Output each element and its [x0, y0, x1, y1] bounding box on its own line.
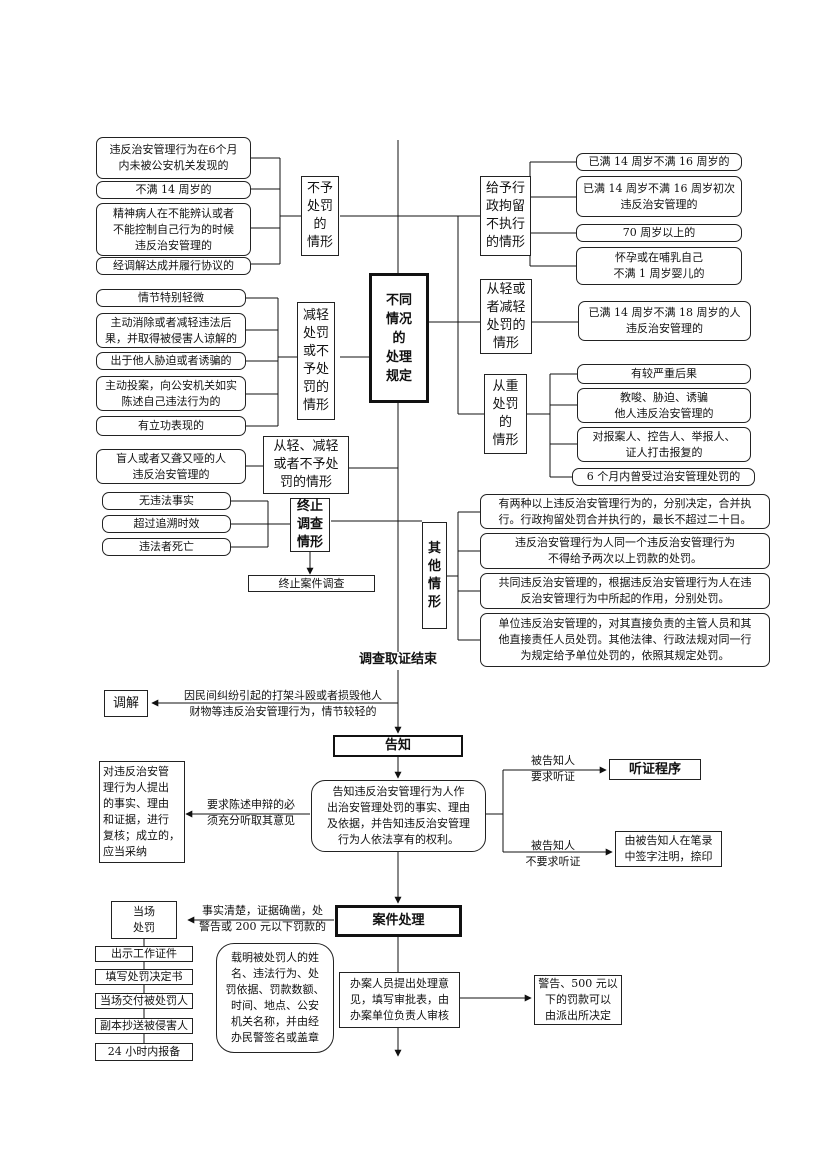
- terminate-item: 违法者死亡: [102, 538, 231, 556]
- request-hearing-label: 被告知人 要求听证: [531, 754, 575, 783]
- decision-content: 载明被处罚人的姓 名、违法行为、处 罚依据、罚款数额、 时间、地点、公安 机关名…: [216, 943, 334, 1053]
- detention-item: 70 周岁以上的: [576, 224, 742, 242]
- terminate-item: 超过追溯时效: [102, 515, 231, 533]
- other-item: 单位违反治安管理的，对其直接负责的主管人员和其 他直接责任人员处罚。其他法律、行…: [480, 613, 770, 667]
- lighter-title: 从轻、减轻 或者不予处 罚的情形: [263, 436, 349, 494]
- detention-item: 已满 14 周岁不满 16 周岁初次 违反治安管理的: [576, 176, 742, 217]
- spot-step: 副本抄送被侵害人: [95, 1018, 193, 1034]
- heavy-item: 教唆、胁迫、诱骗 他人违反治安管理的: [577, 388, 751, 423]
- heavy-item: 有较严重后果: [577, 364, 751, 384]
- heavy-title: 从重 处罚 的 情形: [484, 374, 527, 454]
- police-station-box: 警告、500 元以 下的罚款可以 由派出所决定: [534, 975, 622, 1025]
- no-penalty-title: 不予 处罚 的 情形: [301, 176, 339, 256]
- heavy-item: 6 个月内曾受过治安管理处罚的: [572, 468, 755, 486]
- on-spot-box: 当场 处罚: [111, 901, 177, 939]
- detention-title: 给予行 政拘留 不执行 的情形: [480, 176, 531, 256]
- review-box: 对违反治安管 理行为人提出 的事实、理由 和证据，进行 复核；成立的， 应当采纳: [99, 761, 185, 863]
- heavy-item: 对报案人、控告人、举报人、 证人打击报复的: [577, 427, 751, 462]
- terminate-result: 终止案件调查: [248, 575, 375, 592]
- statement-note: 要求陈述申辩的必 须充分听取其意见: [207, 798, 295, 827]
- end-investigation-label: 调查取证结束: [358, 652, 437, 667]
- mediation-note: 因民间纠纷引起的打架斗殴或者损毁他人 财物等违反治安管理行为，情节较轻的: [184, 689, 382, 718]
- no-penalty-item: 不满 14 周岁的: [96, 181, 251, 199]
- spot-step: 当场交付被处罚人: [95, 993, 193, 1009]
- other-item: 违反治安管理行为人同一个违反治安管理行为 不得给予两次以上罚款的处罚。: [480, 533, 770, 569]
- reduce-item: 有立功表现的: [96, 416, 246, 436]
- no-penalty-item: 精神病人在不能辨认或者 不能控制自己行为的时候 违反治安管理的: [96, 203, 251, 256]
- spot-step: 填写处罚决定书: [95, 969, 193, 985]
- other-item: 共同违反治安管理的，根据违反治安管理行为人在违 反治安管理行为中所起的作用，分别…: [480, 573, 770, 609]
- other-title: 其 他 情 形: [422, 522, 447, 629]
- no-penalty-item: 经调解达成并履行协议的: [96, 257, 251, 275]
- notify-box: 告知: [333, 735, 463, 757]
- other-item: 有两种以上违反治安管理行为的，分别决定，合并执 行。行政拘留处罚合并执行的，最长…: [480, 494, 770, 529]
- light-reduce-item: 已满 14 周岁不满 18 周岁的人 违反治安管理的: [578, 301, 751, 341]
- reduce-item: 主动投案，向公安机关如实 陈述自己违法行为的: [96, 376, 246, 411]
- terminate-item: 无违法事实: [102, 492, 231, 510]
- lighter-item: 盲人或者又聋又哑的人 违反治安管理的: [96, 449, 246, 484]
- handling-content: 办案人员提出处理意 见，填写审批表，由 办案单位负责人审核: [339, 972, 460, 1028]
- case-handling-box: 案件处理: [335, 905, 462, 937]
- center-box: 不同 情况 的 处理 规定: [369, 273, 429, 403]
- detention-item: 怀孕或在哺乳自己 不满 1 周岁婴儿的: [576, 247, 742, 285]
- spot-step: 出示工作证件: [95, 946, 193, 962]
- reduce-item: 主动消除或者减轻违法后 果，并取得被侵害人谅解的: [96, 313, 246, 348]
- notify-content: 告知违反治安管理行为人作 出治安管理处罚的事实、理由 及依据，并告知违反治安管理…: [311, 780, 486, 852]
- on-spot-note: 事实清楚，证据确凿，处 警告或 200 元以下罚款的: [199, 904, 326, 933]
- sign-box: 由被告知人在笔录 中签字注明，捺印: [615, 831, 722, 867]
- hearing-box: 听证程序: [609, 759, 701, 780]
- reduce-item: 情节特别轻微: [96, 289, 246, 307]
- no-hearing-label: 被告知人 不要求听证: [525, 839, 581, 868]
- light-reduce-title: 从轻或 者减轻 处罚的 情形: [480, 279, 532, 354]
- no-penalty-item: 违反治安管理行为在6个月 内未被公安机关发现的: [96, 137, 251, 179]
- reduce-item: 出于他人胁迫或者诱骗的: [96, 352, 246, 370]
- terminate-title: 终止 调查 情形: [290, 498, 330, 552]
- mediation-box: 调解: [104, 690, 148, 717]
- detention-item: 已满 14 周岁不满 16 周岁的: [576, 153, 742, 171]
- reduce-title: 减轻 处罚 或不 予处 罚的 情形: [297, 302, 335, 420]
- spot-step: 24 小时内报备: [95, 1043, 193, 1061]
